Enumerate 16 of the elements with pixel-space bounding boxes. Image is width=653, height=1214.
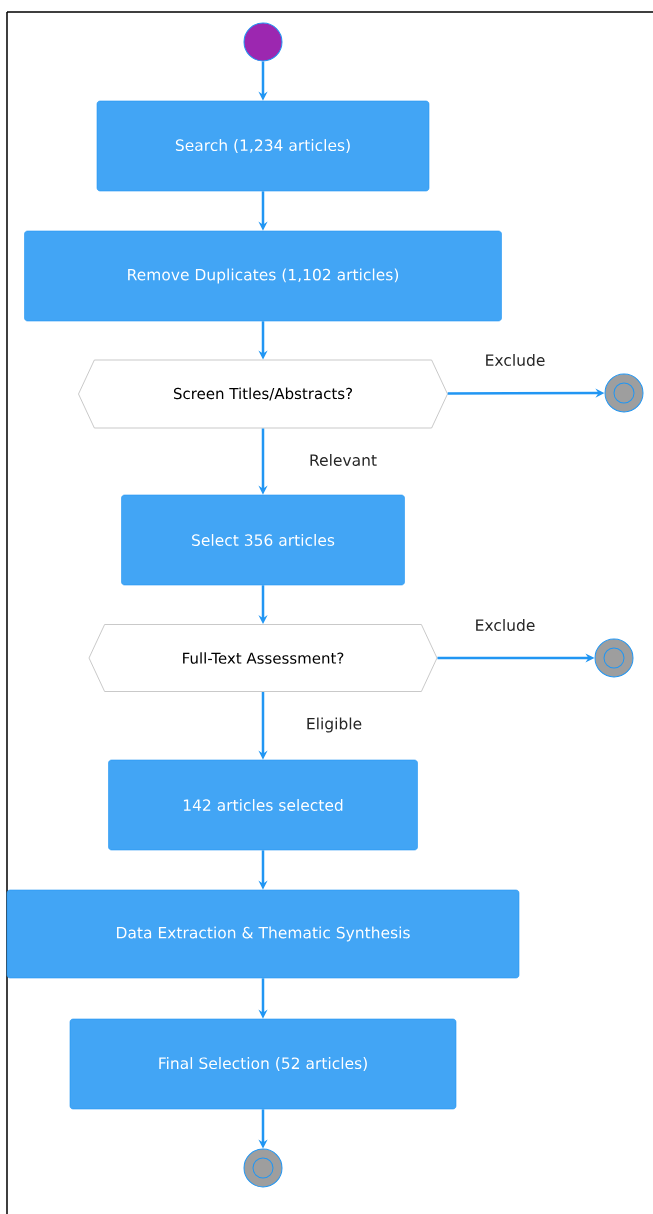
end-circle — [243, 1148, 283, 1188]
decision-hexagon: Screen Titles/Abstracts? — [78, 359, 448, 429]
edge-label: Exclude — [486, 354, 545, 366]
edge-label: Relevant — [310, 454, 377, 466]
process-box: Search (1,234 articles) — [96, 100, 430, 192]
start-circle — [243, 22, 283, 62]
process-box: Remove Duplicates (1,102 articles) — [24, 230, 502, 322]
edge-label: Exclude — [476, 619, 535, 631]
process-box: Data Extraction & Thematic Synthesis — [6, 889, 520, 979]
process-box: 142 articles selected — [108, 759, 418, 851]
end-circle — [604, 373, 644, 413]
process-box: Select 356 articles — [121, 494, 405, 586]
decision-hexagon: Full-Text Assessment? — [88, 624, 438, 692]
end-circle — [594, 638, 634, 678]
edge-label: Eligible — [307, 717, 362, 733]
process-box: Final Selection (52 articles) — [69, 1018, 457, 1110]
